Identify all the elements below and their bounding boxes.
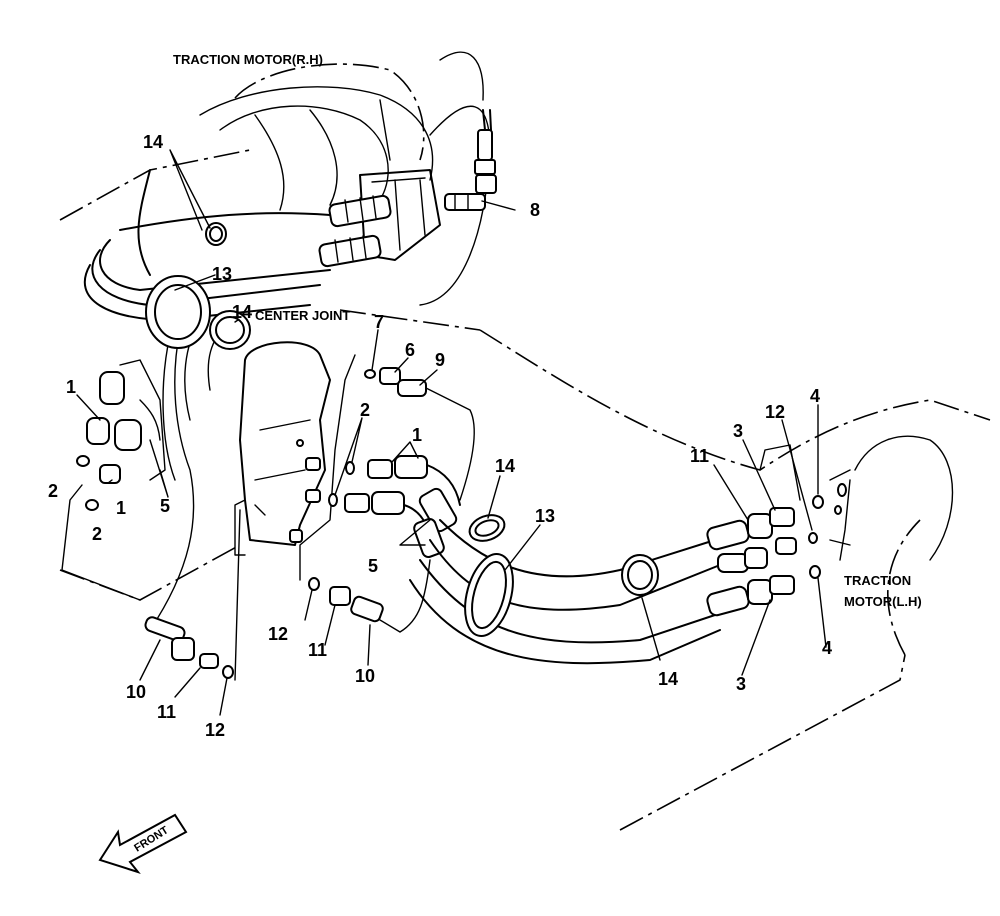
lower-left-hose	[144, 509, 241, 681]
chassis-phantom-lines	[59, 63, 991, 831]
callout-12: 12	[765, 402, 785, 422]
traction-motor-lh-label-2: MOTOR(L.H)	[844, 594, 922, 609]
left-fittings	[61, 359, 166, 601]
callout-12: 12	[268, 624, 288, 644]
callout-13: 13	[535, 506, 555, 526]
hoses-lh	[409, 514, 731, 665]
front-arrow-icon: FRONT	[98, 813, 188, 874]
callout-8: 8	[530, 200, 540, 220]
traction-motor-lh	[706, 435, 954, 617]
callout-14: 14	[495, 456, 515, 476]
callout-5: 5	[368, 556, 378, 576]
callout-12: 12	[205, 720, 225, 740]
callout-10: 10	[126, 682, 146, 702]
callout-11: 11	[690, 446, 709, 466]
center-joint	[234, 341, 331, 556]
callout-11: 11	[157, 702, 176, 722]
callout-6: 6	[405, 340, 415, 360]
callout-1: 1	[412, 425, 422, 445]
callout-14: 14	[232, 302, 252, 322]
callout-14: 14	[658, 669, 678, 689]
traction-motor-lh-label-1: TRACTION	[844, 573, 911, 588]
callout-10: 10	[355, 666, 375, 686]
callout-14: 14	[143, 132, 163, 152]
grommets-rh	[145, 222, 251, 350]
callout-2: 2	[92, 524, 102, 544]
callout-13: 13	[212, 264, 232, 284]
callout-7: 7	[374, 312, 384, 332]
motor-rh-fittings	[318, 109, 497, 268]
callout-3: 3	[733, 421, 743, 441]
callout-1: 1	[66, 377, 76, 397]
callout-5: 5	[160, 496, 170, 516]
traction-motor-rh	[137, 51, 491, 306]
callout-3: 3	[736, 674, 746, 694]
callout-4: 4	[810, 386, 820, 406]
callout-2: 2	[48, 481, 58, 501]
traction-motor-rh-label: TRACTION MOTOR(R.H)	[173, 52, 323, 67]
callout-9: 9	[435, 350, 445, 370]
callout-11: 11	[308, 640, 327, 660]
callout-4: 4	[822, 638, 832, 658]
center-joint-label: CENTER JOINT	[255, 308, 350, 323]
callout-numbers: 14 8 13 14 7 6 9 2 1 1 2 1 5 2 5 14 13 1…	[48, 132, 832, 740]
callout-2: 2	[360, 400, 370, 420]
leader-lines	[76, 149, 827, 716]
callout-1: 1	[116, 498, 126, 518]
